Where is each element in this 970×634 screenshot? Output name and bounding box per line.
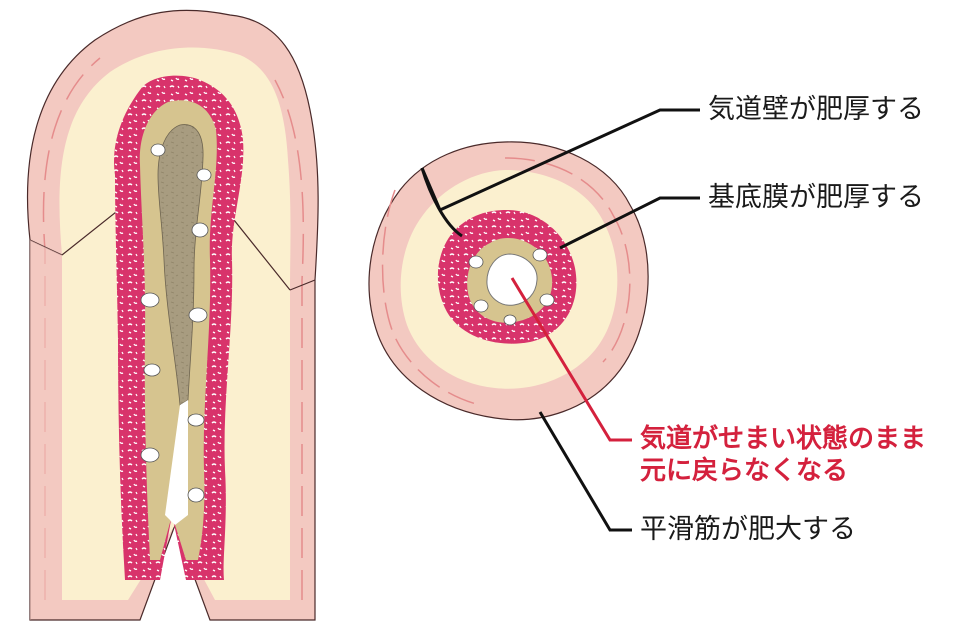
leader-basement <box>559 196 700 250</box>
label-narrowing-line1: 気道がせまい状態のまま <box>640 424 927 454</box>
transverse-airway-section <box>368 141 649 421</box>
label-basement-membrane: 基底膜が肥厚する <box>708 182 924 213</box>
label-wall-thickening: 気道壁が肥厚する <box>708 94 924 125</box>
leader-wall-arc <box>420 167 463 238</box>
label-narrowing-line2: 元に戻らなくなる <box>640 456 849 486</box>
longitudinal-airway-section <box>26 9 319 621</box>
leader-narrowing <box>510 277 632 442</box>
leader-smooth-muscle <box>538 411 632 532</box>
leader-lines <box>420 108 700 532</box>
label-smooth-muscle: 平滑筋が肥大する <box>640 514 856 545</box>
